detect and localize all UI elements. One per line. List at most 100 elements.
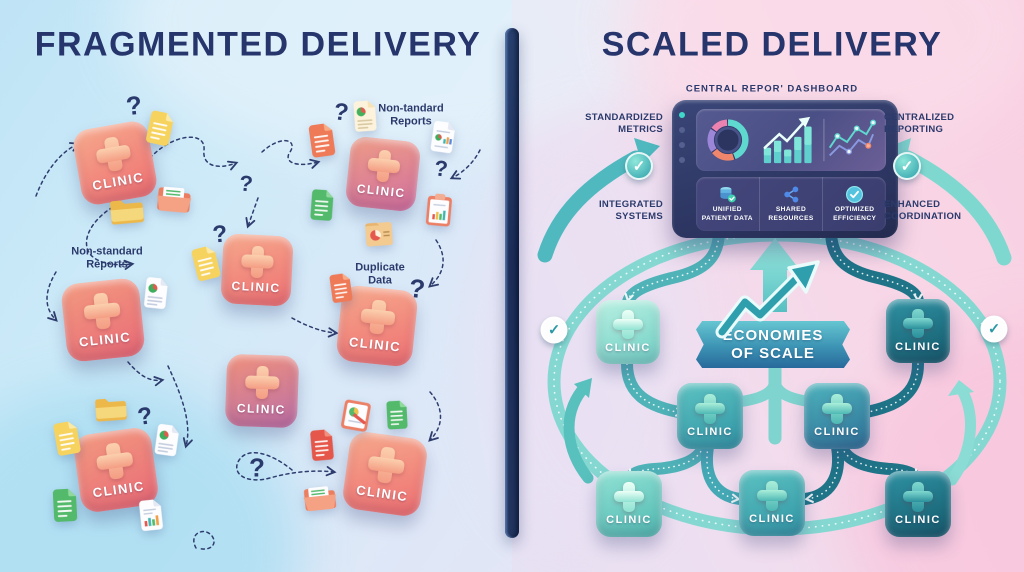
- folder-open-coral-icon: [153, 177, 195, 224]
- clinic-label: CLINIC: [749, 513, 795, 526]
- dashboard-side-dots: [679, 112, 685, 163]
- clinic-label: CLINIC: [355, 482, 410, 505]
- medical-plus-icon: [245, 365, 280, 400]
- clinic-label: CLINIC: [814, 426, 860, 439]
- clinic-node-scaled: CLINIC: [739, 470, 805, 536]
- status-dot-icon: [679, 157, 685, 163]
- clinic-label: CLINIC: [356, 181, 407, 201]
- clinic-node-fragmented: CLINIC: [224, 353, 300, 429]
- dashboard-card: UNIFIED PATIENT DATA: [696, 177, 759, 231]
- dashboard-card-label: OPTIMIZED EFFICIENCY: [833, 205, 877, 222]
- medical-plus-icon: [359, 298, 397, 336]
- status-dot-icon: [679, 127, 685, 133]
- checkmark-icon: ✓: [980, 315, 1008, 343]
- checkmark-icon: ✓: [625, 152, 653, 180]
- central-report-dashboard: UNIFIED PATIENT DATA SHARED RESOURCES OP…: [672, 100, 898, 238]
- clinic-label: CLINIC: [231, 279, 281, 296]
- folder-open-coral-icon: [300, 477, 340, 522]
- clinic-label: CLINIC: [605, 341, 651, 354]
- side-label: ENHANCED COORDINATION: [884, 199, 962, 222]
- clinic-label: CLINIC: [895, 514, 941, 527]
- clinic-label: CLINIC: [687, 426, 733, 439]
- growth-arrow-icon: [715, 260, 820, 339]
- banner-line2: OF SCALE: [731, 344, 815, 362]
- doc-lines-orange-icon: [305, 121, 340, 159]
- clinic-label: CLINIC: [236, 401, 287, 417]
- folder-yellow-icon: [93, 389, 130, 430]
- side-label: CENTRALIZED REPORTING: [884, 112, 955, 135]
- doc-bars-icon: [135, 498, 166, 533]
- dashboard-kpi-cards: UNIFIED PATIENT DATA SHARED RESOURCES OP…: [696, 177, 886, 231]
- panel-divider: [505, 28, 519, 538]
- annotation-label: Non-standard Reports: [71, 245, 143, 270]
- question-mark-icon: ?: [124, 89, 144, 122]
- clinic-label: CLINIC: [91, 478, 146, 501]
- dashboard-card-label: SHARED RESOURCES: [768, 205, 814, 222]
- doc-lines-yellow-icon: [49, 418, 85, 457]
- question-mark-icon: ?: [433, 155, 450, 182]
- clinic-label: CLINIC: [348, 334, 402, 356]
- medical-plus-icon: [902, 481, 934, 512]
- clinic-node-fragmented: CLINIC: [340, 429, 430, 519]
- bar-chart-icon: [763, 116, 812, 164]
- clipboard-pencil-icon: [338, 395, 374, 434]
- medical-plus-icon: [613, 481, 645, 512]
- dashboard-card-label: UNIFIED PATIENT DATA: [701, 205, 753, 222]
- share-icon: [782, 185, 801, 204]
- annotation-label: Duplicate Data: [355, 261, 405, 286]
- doc-report-icon: [427, 119, 459, 155]
- clinic-node-fragmented: CLINIC: [220, 233, 294, 307]
- status-dot-icon: [679, 112, 685, 118]
- doc-lines-green-icon: [49, 487, 81, 523]
- medical-plus-icon: [93, 134, 133, 174]
- annotation-label: Non-tandard Reports: [378, 102, 444, 127]
- line-chart-icon: [823, 118, 877, 162]
- side-label: STANDARDIZED METRICS: [585, 112, 663, 135]
- check-circle-icon: [845, 185, 864, 204]
- medical-plus-icon: [613, 310, 643, 340]
- side-label: INTEGRATED SYSTEMS: [598, 199, 663, 222]
- doc-lines-green-icon: [383, 399, 411, 430]
- scaled-title: SCALED DELIVERY: [601, 25, 943, 64]
- medical-plus-icon: [82, 291, 121, 330]
- checkmark-icon: ✓: [540, 316, 568, 344]
- doc-pie-white-icon: [151, 422, 183, 458]
- medical-plus-icon: [366, 148, 401, 183]
- medical-plus-icon: [241, 245, 275, 279]
- medical-plus-icon: [366, 445, 407, 486]
- dashboard-charts-panel: [696, 109, 886, 171]
- clinic-label: CLINIC: [78, 329, 132, 350]
- database-icon: [718, 185, 737, 204]
- dashboard-card: OPTIMIZED EFFICIENCY: [822, 177, 886, 231]
- doc-lines-yellow-icon: [187, 243, 224, 284]
- clinic-node-scaled: CLINIC: [886, 299, 950, 363]
- clinic-node-scaled: CLINIC: [596, 300, 660, 364]
- question-mark-icon: ?: [238, 170, 254, 197]
- doc-lines-green-icon: [307, 188, 337, 222]
- dashboard-card: SHARED RESOURCES: [758, 177, 823, 231]
- doc-lines-red-icon: [307, 428, 338, 463]
- medical-plus-icon: [756, 480, 788, 511]
- medical-plus-icon: [821, 393, 853, 424]
- fragmented-title: FRAGMENTED DELIVERY: [34, 25, 482, 64]
- clipboard-bars-icon: [423, 192, 456, 229]
- question-mark-icon: ?: [249, 452, 265, 483]
- clinic-label: CLINIC: [895, 340, 941, 353]
- question-mark-icon: ?: [407, 272, 427, 305]
- clinic-node-fragmented: CLINIC: [60, 277, 146, 363]
- checkmark-icon: ✓: [893, 152, 921, 180]
- status-dot-icon: [679, 142, 685, 148]
- clinic-label: CLINIC: [606, 514, 652, 527]
- folder-pie-icon: [363, 216, 395, 253]
- dashboard-title: CENTRAL REPOR' DASHBOARD: [685, 83, 859, 95]
- clinic-node-scaled: CLINIC: [885, 471, 951, 537]
- doc-lines-orange-icon: [326, 271, 356, 304]
- doc-pie-white-icon: [140, 276, 171, 311]
- medical-plus-icon: [694, 393, 726, 424]
- clinic-node-scaled: CLINIC: [677, 383, 743, 449]
- clinic-node-scaled: CLINIC: [804, 383, 870, 449]
- donut-chart-icon: [707, 119, 749, 161]
- clinic-node-scaled: CLINIC: [596, 471, 662, 537]
- folder-yellow-icon: [107, 190, 146, 234]
